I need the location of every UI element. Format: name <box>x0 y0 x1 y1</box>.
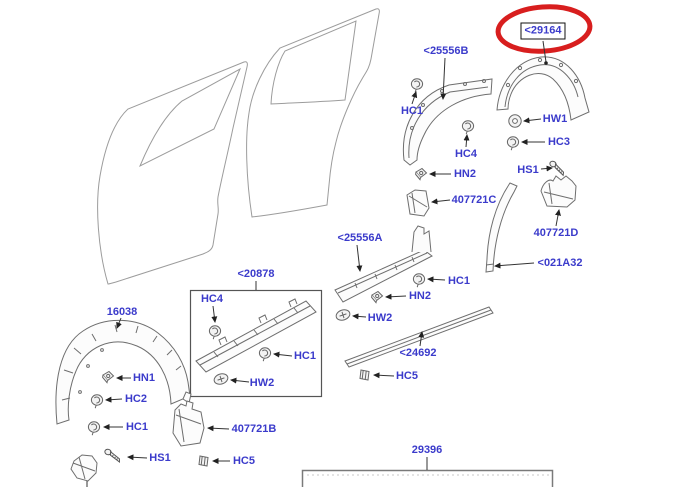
clip-icon <box>506 136 520 151</box>
part-label-25556B[interactable]: <25556B <box>423 45 469 57</box>
part-label-hc4[interactable]: HC4 <box>200 293 224 305</box>
wheel-arch-flare-16038 <box>55 319 191 425</box>
washer-icon <box>508 114 522 128</box>
part-label-407721C[interactable]: 407721C <box>451 194 497 206</box>
nut-icon <box>371 291 383 304</box>
part-label-407721B[interactable]: 407721B <box>231 423 277 435</box>
mudflap-407721B <box>172 391 205 447</box>
clip-icon <box>87 421 101 436</box>
mudflap-407721C <box>406 189 430 217</box>
part-label-24692[interactable]: <24692 <box>399 347 437 359</box>
part-label-hc1[interactable]: HC1 <box>125 421 149 433</box>
wheel-arch-flare-29164 <box>496 56 590 121</box>
washer-icon <box>212 371 230 387</box>
clip-icon <box>412 273 426 288</box>
part-label-021A32[interactable]: <021A32 <box>537 257 583 269</box>
screw-icon <box>102 447 123 463</box>
part-label-hw2[interactable]: HW2 <box>249 377 275 389</box>
part-label-hw2[interactable]: HW2 <box>367 312 393 324</box>
part-label-hs1[interactable]: HS1 <box>517 164 539 176</box>
part-label-hc5[interactable]: HC5 <box>232 455 256 467</box>
highlight-oval <box>495 4 593 54</box>
part-label-hc2[interactable]: HC2 <box>124 393 148 405</box>
part-label-20878[interactable]: <20878 <box>237 268 275 280</box>
part-label-hn2[interactable]: HN2 <box>408 290 432 302</box>
clip-icon <box>90 394 104 409</box>
front-door-outline <box>97 61 248 285</box>
clip-icon <box>258 347 272 362</box>
part-label-hc1[interactable]: HC1 <box>447 275 471 287</box>
rivet-icon <box>359 369 370 381</box>
part-label-29396[interactable]: 29396 <box>411 444 443 456</box>
part-label-hc4[interactable]: HC4 <box>454 148 478 160</box>
part-label-hn1[interactable]: HN1 <box>132 372 156 384</box>
part-label-hw1[interactable]: HW1 <box>542 113 568 125</box>
moulding-20878 <box>195 298 317 373</box>
part-label-hs1[interactable]: HS1 <box>149 452 171 464</box>
part-label-hn2[interactable]: HN2 <box>453 168 477 180</box>
clip-icon <box>208 325 222 340</box>
part-label-hc1[interactable]: HC1 <box>400 105 424 117</box>
part-label-29164-highlighted[interactable]: <29164 <box>520 22 566 40</box>
part-label-407721D[interactable]: 407721D <box>533 227 579 239</box>
mudflap-front-lower <box>70 454 98 482</box>
clip-icon <box>410 78 424 93</box>
leader-lines <box>86 40 561 487</box>
rivet-icon <box>198 455 209 467</box>
rear-door-outline <box>246 8 380 218</box>
part-label-hc5[interactable]: HC5 <box>395 370 419 382</box>
part-label-hc3[interactable]: HC3 <box>547 136 571 148</box>
parts-box-29396 <box>301 469 554 487</box>
moulding-25556B <box>402 78 493 166</box>
mudflap-407721D <box>540 175 577 208</box>
part-label-16038[interactable]: 16038 <box>106 306 138 318</box>
parts-box-20878 <box>189 289 323 398</box>
nut-icon <box>415 168 427 181</box>
part-label-25556A[interactable]: <25556A <box>337 232 383 244</box>
rocker-moulding-25556A <box>334 225 433 303</box>
washer-icon <box>334 307 352 323</box>
clip-icon <box>461 120 475 135</box>
nut-icon <box>102 371 114 384</box>
pillar-moulding-021A32 <box>485 182 518 273</box>
part-label-hc1[interactable]: HC1 <box>293 350 317 362</box>
